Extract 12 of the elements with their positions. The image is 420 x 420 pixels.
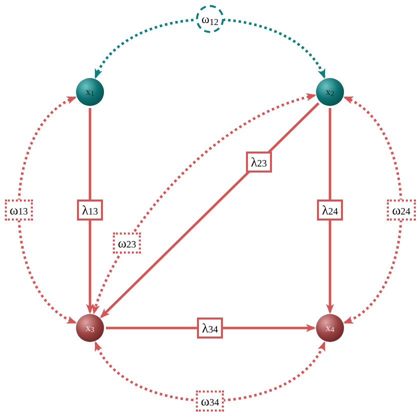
double-headed-arrow <box>94 341 326 402</box>
node-label: x$_{4}$ <box>326 322 334 334</box>
double-headed-arrow <box>18 96 77 324</box>
node-label: x$_{2}$ <box>326 86 334 98</box>
node-label: x$_{1}$ <box>86 86 94 98</box>
arrow <box>326 108 334 314</box>
arrow <box>106 324 316 332</box>
node-label: x$_{3}$ <box>86 322 94 334</box>
double-headed-arrow <box>343 96 402 324</box>
edge-label: ω$_{12}$ <box>196 5 224 34</box>
arrow <box>86 108 94 314</box>
double-headed-arrow <box>94 18 326 79</box>
